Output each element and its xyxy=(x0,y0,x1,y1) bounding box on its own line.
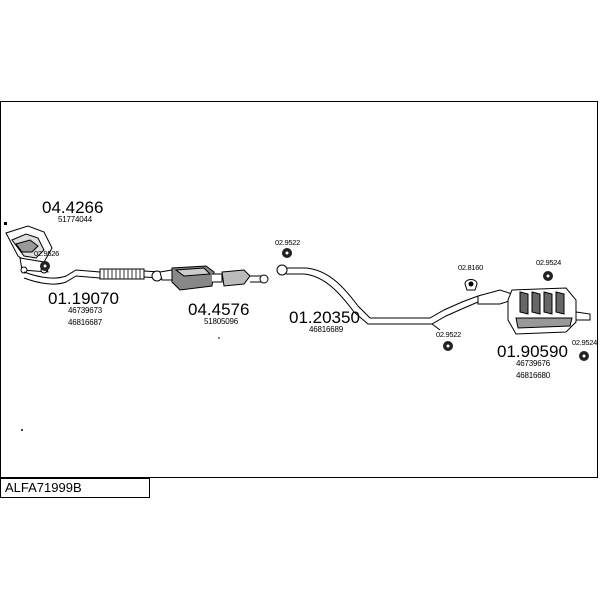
rear-silencer xyxy=(477,287,591,335)
dot-mark xyxy=(21,429,23,431)
fitting-number: 02.9524 xyxy=(536,258,562,267)
corner-mark xyxy=(4,222,7,225)
intermediate-pipe xyxy=(276,264,479,331)
clamp-icon xyxy=(464,279,478,291)
part-number: 01.90590 xyxy=(497,342,568,361)
manifold-catalyst xyxy=(5,225,53,274)
part-number: 01.20350 xyxy=(289,308,360,327)
fitting-number: 02.9522 xyxy=(436,330,462,339)
fitting-number: 02.9522 xyxy=(275,238,301,247)
gasket-icon xyxy=(282,248,292,258)
part-number: 01.19070 xyxy=(48,289,119,308)
centre-catalyst xyxy=(159,265,269,291)
oem-number: 46739673 xyxy=(68,306,102,315)
diagram-code-box: ALFA71999B xyxy=(0,478,150,498)
oem-number: 46816689 xyxy=(309,325,343,334)
part-number: 04.4576 xyxy=(188,300,250,319)
diagram-code: ALFA71999B xyxy=(5,480,82,495)
fitting-number: 02.9526 xyxy=(34,249,60,258)
part-number: 04.4266 xyxy=(42,198,104,217)
diagram-frame xyxy=(0,101,598,478)
oem-number: 46739676 xyxy=(516,359,550,368)
rubber-mount-icon xyxy=(543,271,553,281)
oem-number: 46816687 xyxy=(68,318,102,327)
gasket-icon xyxy=(40,261,50,271)
oem-number: 51805096 xyxy=(204,317,238,326)
gasket-icon xyxy=(443,341,453,351)
fitting-number: 02.9524 xyxy=(572,338,598,347)
oem-number: 46816680 xyxy=(516,371,550,380)
oem-number: 51774044 xyxy=(58,215,92,224)
dot-mark xyxy=(218,337,220,339)
rubber-mount-icon xyxy=(579,351,589,361)
fitting-number: 02.8160 xyxy=(458,263,484,272)
